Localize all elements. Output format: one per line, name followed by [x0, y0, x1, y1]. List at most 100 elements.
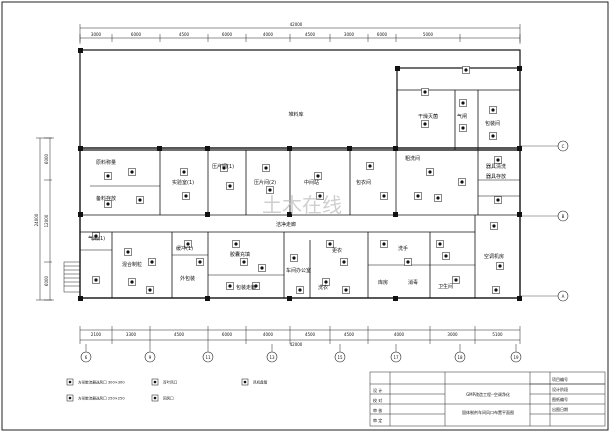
room-toilet: 卫生间 — [438, 283, 453, 290]
diffuser-core — [264, 166, 268, 170]
diffuser-core — [94, 278, 98, 282]
room-outer-pack: 外包装 — [180, 275, 195, 282]
room-instrument-wash: 器具清洗 — [486, 163, 506, 170]
room-press-room1: 压片间(1) — [212, 163, 234, 170]
tb-row-2: 校 对 — [373, 397, 382, 403]
legend-symbol-core — [68, 396, 72, 400]
bottom-dim-label: 4500 — [305, 332, 316, 337]
axis-bubble — [557, 210, 569, 222]
diffuser-core — [324, 280, 328, 284]
diffuser-core — [254, 284, 258, 288]
axis-bubble — [144, 351, 156, 363]
diffuser-core — [496, 198, 500, 202]
diffuser-core — [228, 284, 232, 288]
diffuser-core — [228, 184, 232, 188]
diffuser-core — [444, 254, 448, 258]
top-dim-label: 4500 — [179, 32, 190, 37]
bottom-dim-label: 3000 — [447, 332, 458, 337]
diffuser-core — [382, 194, 386, 198]
legend-text: 方形散流器送风口 250×250 — [78, 396, 125, 401]
axis-label: 17 — [393, 355, 399, 360]
air-outlets — [92, 66, 504, 294]
diffuser-core — [186, 242, 190, 246]
room-packing-corridor: 包装走廊 — [236, 284, 256, 291]
room-buffer1: 缓冲(1) — [176, 245, 193, 252]
diffuser-core — [182, 170, 186, 174]
top-dim-label: 6000 — [377, 32, 388, 37]
axis-label: 15 — [337, 355, 343, 360]
bottom-dim-label: 4500 — [174, 332, 185, 337]
diffuser-core — [423, 122, 427, 126]
stair — [63, 261, 81, 293]
overall-bottom-dim: 42000 — [290, 342, 303, 347]
bottom-dim-label: 4500 — [344, 332, 355, 337]
legend-text: 回风口 — [163, 396, 174, 401]
axis-label: 13 — [269, 355, 275, 360]
diffuser-core — [342, 260, 346, 264]
diffuser-core — [150, 260, 154, 264]
diffuser-core — [292, 256, 296, 260]
diffuser-core — [494, 288, 498, 292]
room-workshop-office: 车间办公室 — [286, 267, 311, 274]
bottom-dimension — [80, 329, 520, 341]
axis-label: C — [562, 144, 565, 149]
tb-row-1: 设 计 — [373, 387, 382, 393]
diffuser-core — [318, 194, 322, 198]
left-dim-label: 6000 — [44, 275, 49, 286]
axis-bubble — [80, 351, 92, 363]
axis-bubble — [454, 351, 466, 363]
title-project: GMP改造工程--空调净化 — [466, 391, 510, 397]
tb-field-4: 出图日期 — [552, 406, 568, 412]
diffuser-core — [368, 164, 372, 168]
overall-top-dim: 42000 — [290, 22, 303, 27]
title-block — [369, 371, 606, 427]
diffuser-core — [298, 288, 302, 292]
diffuser-core — [423, 90, 427, 94]
diffuser-core — [344, 288, 348, 292]
room-capsule-fill: 胶囊充填 — [230, 251, 250, 258]
top-dim-label: 4500 — [305, 32, 316, 37]
room-gowning: 更衣 — [332, 247, 342, 254]
top-dim-label: 3000 — [91, 32, 102, 37]
axis-label: 11 — [205, 355, 211, 360]
legend-symbol-core — [153, 380, 157, 384]
diffuser-core — [454, 278, 458, 282]
building-walls — [79, 49, 521, 299]
axis-bubble — [202, 351, 214, 363]
watermark-text: 土木在线 — [262, 193, 342, 217]
axis-bubble — [266, 351, 278, 363]
bottom-dim-label: 4000 — [263, 332, 274, 337]
room-intermediate: 中间站 — [304, 179, 319, 186]
bottom-dim-label: 3300 — [126, 332, 137, 337]
room-material-store: 备料存放 — [96, 195, 116, 202]
top-dim-label: 4000 — [263, 32, 274, 37]
diffuser-core — [106, 174, 110, 178]
room-dry-heat-sterilization: 干燥灭菌 — [418, 113, 438, 120]
diffuser-core — [496, 158, 500, 162]
legend-text: 方形散流器送风口 300×300 — [78, 380, 125, 385]
diffuser-core — [416, 194, 420, 198]
top-dimension — [79, 24, 521, 44]
overall-left-dim: 24000 — [34, 213, 39, 226]
diffuser-core — [184, 194, 188, 198]
title-drawing: 固体制剂车间风口布置平面图 — [462, 409, 514, 415]
axis-label: 18 — [457, 355, 463, 360]
diffuser-core — [242, 260, 246, 264]
top-dim-label: 5000 — [423, 32, 434, 37]
tb-field-3: 图纸编号 — [552, 396, 568, 402]
axis-label: 9 — [149, 355, 152, 360]
left-dim-label: 12000 — [44, 214, 49, 227]
bottom-dim-label: 4000 — [394, 332, 405, 337]
room-lab1: 实验室(1) — [172, 179, 194, 186]
diffuser-core — [492, 224, 496, 228]
legend-text: 风机盘管 — [253, 380, 268, 385]
tb-row-4: 审 定 — [373, 417, 382, 423]
diffuser-core — [461, 126, 465, 130]
room-instrument-store: 器具存放 — [486, 173, 506, 180]
tb-field-2: 设计阶段 — [552, 386, 568, 392]
